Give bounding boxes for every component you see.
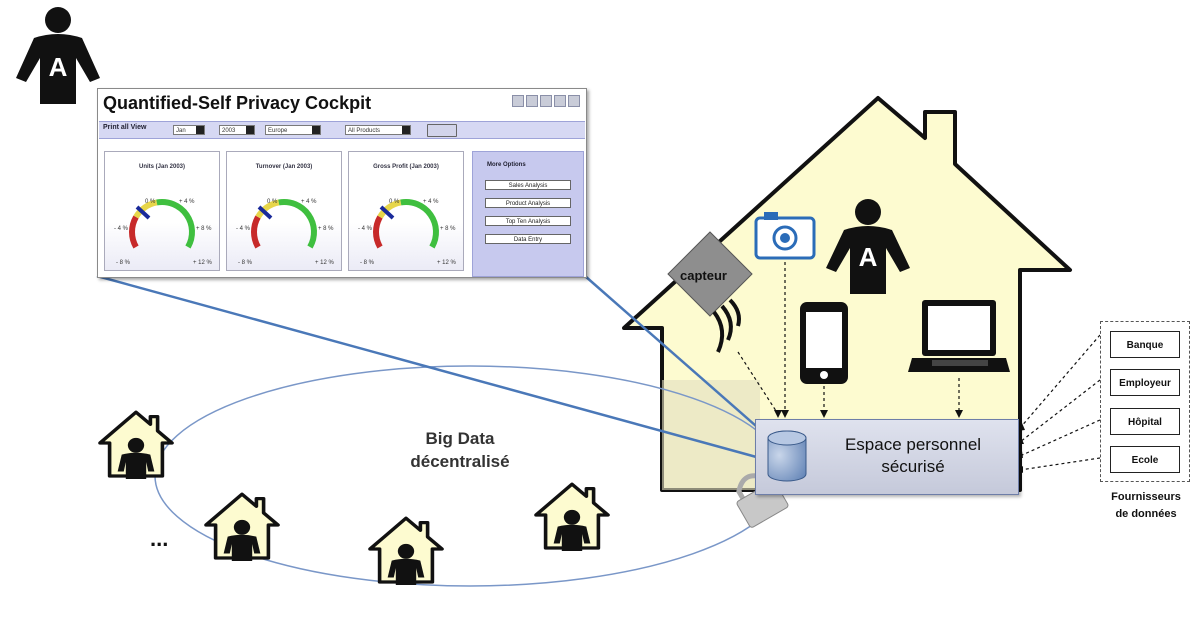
apply-filter-button[interactable] (427, 124, 457, 137)
gauge-panel-units: Units (Jan 2003) 0 % + 4 % - 4 % + 8 % - 8 %… (104, 151, 220, 271)
gauge-tick-label: + 12 % (315, 260, 334, 266)
providers-label-line2: de données (1115, 508, 1177, 520)
peer-house-3 (370, 518, 442, 585)
gauge-panel-turnover: Turnover (Jan 2003) 0 % + 4 % - 4 % + 8 % - … (226, 151, 342, 271)
gauge-tick-label: + 4 % (301, 199, 317, 205)
chart-icon[interactable] (540, 95, 552, 107)
sensor-icon (667, 231, 753, 353)
smartphone-icon (800, 302, 848, 384)
user-avatar-icon: A (16, 7, 100, 104)
privacy-cockpit-window: Quantified-Self Privacy Cockpit Print al… (97, 88, 587, 278)
gauge-dial (251, 199, 317, 249)
top-ten-analysis-button[interactable]: Top Ten Analysis (485, 216, 571, 226)
device-data-arrows (737, 262, 1101, 471)
more-options-title: More Options (487, 162, 526, 168)
big-data-label-line1: Big Data (425, 429, 495, 448)
provider-hopital: Hôpital (1110, 408, 1180, 435)
gauge-tick-label: + 12 % (437, 260, 456, 266)
gauge-tick-label: + 4 % (179, 199, 195, 205)
cockpit-title: Quantified-Self Privacy Cockpit (103, 93, 372, 113)
gauge-tick-label: + 4 % (423, 199, 439, 205)
camera-icon (754, 212, 816, 260)
gauge-tick-label: - 8 % (360, 260, 375, 266)
filter-label: Print all View (103, 124, 147, 131)
provider-banque: Banque (1110, 331, 1180, 358)
house-avatar-letter: A (859, 242, 878, 272)
gauge-tick-label: - 4 % (236, 226, 251, 232)
data-entry-button[interactable]: Data Entry (485, 234, 571, 244)
cockpit-connector (96, 274, 773, 460)
sales-analysis-button[interactable]: Sales Analysis (485, 180, 571, 190)
gauge-tick-label: + 8 % (440, 226, 456, 232)
secure-space-line1: Espace personnel (844, 435, 982, 454)
print-icon[interactable] (512, 95, 524, 107)
gauge-tick-label: + 8 % (318, 226, 334, 232)
region-select[interactable]: Europe (265, 125, 321, 135)
gauge-tick-label: 0 % (145, 199, 156, 205)
secure-personal-space: Espace personnel sécurisé (755, 419, 1019, 495)
gauge-title: Gross Profit (Jan 2003) (373, 164, 439, 170)
gauge-tick-label: + 12 % (193, 260, 212, 266)
product-analysis-button[interactable]: Product Analysis (485, 198, 571, 208)
gauge-tick-label: - 4 % (114, 226, 129, 232)
gauge-needle (135, 205, 151, 220)
peer-house-4 (536, 484, 608, 551)
arrow-heads (774, 410, 1025, 473)
gauge-tick-label: - 8 % (116, 260, 131, 266)
cockpit-toolbar (512, 95, 580, 107)
product-select[interactable]: All Products (345, 125, 411, 135)
avatar-letter: A (49, 52, 68, 82)
providers-label-line1: Fournisseurs (1111, 491, 1181, 503)
database-icon (767, 430, 807, 482)
gauge-panel-gross-profit: Gross Profit (Jan 2003) 0 % + 4 % - 4 % + 8… (348, 151, 464, 271)
gauge-tick-label: + 8 % (196, 226, 212, 232)
big-data-label-line2: décentralisé (410, 452, 510, 471)
laptop-icon (908, 300, 1010, 372)
gauge-needle (257, 205, 273, 220)
gauge-dial (373, 199, 439, 249)
settings-icon[interactable] (554, 95, 566, 107)
sensor-label: capteur (680, 268, 727, 283)
data-providers-group: Banque Employeur Hôpital Ecole (1100, 321, 1190, 482)
gauge-tick-label: - 8 % (238, 260, 253, 266)
cockpit-filter-bar: Print all View Jan 2003 Europe All Produ… (99, 121, 585, 139)
peer-house-2 (206, 494, 278, 561)
gauge-tick-label: - 4 % (358, 226, 373, 232)
year-select[interactable]: 2003 (219, 125, 255, 135)
peer-house-1 (100, 412, 172, 479)
more-houses-ellipsis: ... (150, 526, 169, 551)
gauge-title: Units (Jan 2003) (138, 164, 186, 170)
more-options-panel: More Options Sales Analysis Product Anal… (472, 151, 584, 277)
help-icon[interactable] (568, 95, 580, 107)
provider-ecole: Ecole (1110, 446, 1180, 473)
gauge-needle (379, 205, 395, 220)
gauge-tick-label: 0 % (389, 199, 400, 205)
secure-space-line2: sécurisé (881, 457, 945, 476)
gauge-title: Turnover (Jan 2003) (255, 164, 313, 170)
export-icon[interactable] (526, 95, 538, 107)
gauge-dial (129, 199, 195, 249)
gauge-tick-label: 0 % (267, 199, 278, 205)
month-select[interactable]: Jan (173, 125, 205, 135)
provider-employeur: Employeur (1110, 369, 1180, 396)
house-user-icon: A (826, 199, 910, 294)
